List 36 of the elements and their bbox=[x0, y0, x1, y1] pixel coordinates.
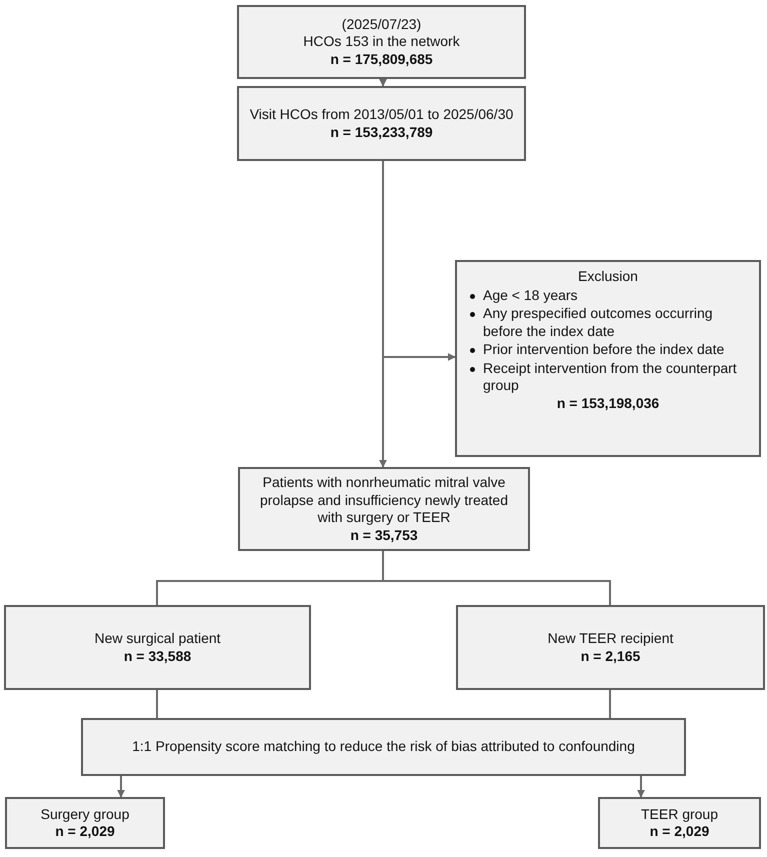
group-box bbox=[4, 605, 311, 690]
heading-text: Exclusion bbox=[577, 268, 639, 286]
group-box bbox=[5, 797, 165, 849]
count-text: n = 2,029 bbox=[55, 823, 115, 840]
count-text: n = 2,029 bbox=[650, 823, 710, 840]
group-box bbox=[598, 797, 761, 849]
cohort-box bbox=[237, 86, 526, 161]
box-text: New surgical patient bbox=[94, 630, 221, 648]
exclusion-box bbox=[455, 260, 761, 457]
arrow bbox=[117, 776, 125, 798]
box-text: Surgery group bbox=[40, 806, 130, 823]
arrow bbox=[379, 78, 387, 87]
group-box bbox=[456, 605, 765, 690]
box-text: Visit HCOs from 2013/05/01 to 2025/06/30 bbox=[250, 106, 514, 124]
arrow bbox=[382, 161, 456, 361]
box-text: New TEER recipient bbox=[548, 630, 674, 648]
connector-line bbox=[156, 690, 158, 718]
cohort-box bbox=[238, 467, 530, 551]
connector-line bbox=[382, 551, 611, 605]
count-text: n = 33,588 bbox=[124, 648, 192, 665]
matching-box bbox=[81, 718, 686, 776]
box-text: (2025/07/23) bbox=[342, 16, 422, 34]
box-text: 1:1 Propensity score matching to reduce the risk of bias attributed to confounding bbox=[132, 738, 635, 756]
count-text: n = 153,233,789 bbox=[330, 124, 433, 141]
connector-line bbox=[609, 690, 611, 718]
count-text: n = 35,753 bbox=[350, 526, 418, 544]
bullet-text: Any prespecified outcomes occurring before the index date bbox=[483, 305, 714, 340]
box-text: TEER group bbox=[640, 806, 718, 823]
bullet-text: Age < 18 years bbox=[483, 286, 579, 304]
bullet-text: Prior intervention before the index date bbox=[483, 341, 726, 358]
cohort-box bbox=[237, 5, 526, 79]
count-text: n = 153,198,036 bbox=[556, 394, 660, 412]
arrow bbox=[637, 776, 645, 798]
box-text: HCOs 153 in the network bbox=[303, 33, 460, 51]
count-text: n = 2,165 bbox=[580, 648, 640, 665]
count-text: n = 175,809,685 bbox=[330, 50, 433, 68]
